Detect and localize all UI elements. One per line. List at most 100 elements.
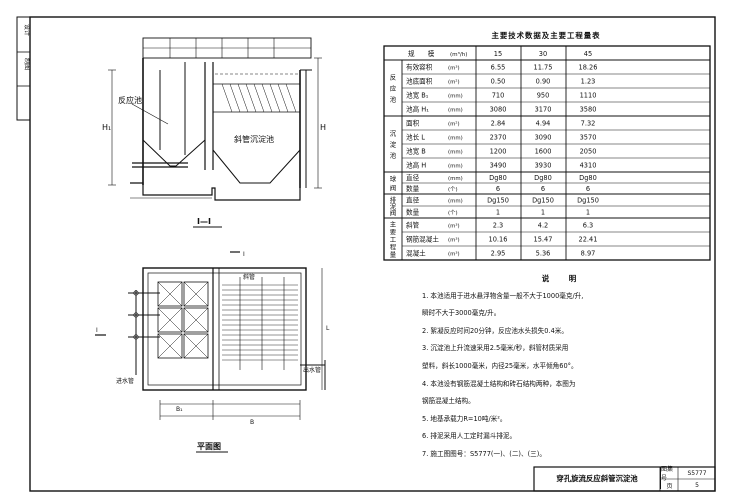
section-mark-top: I [243,251,245,258]
note-line: 钢筋混凝土结构。 [422,397,475,406]
table-row-unit: (m³) [448,222,460,229]
table-cell: Dg80 [534,174,552,182]
table-cell: 6 [586,185,590,193]
table-row-unit: (m³) [448,236,460,243]
table-cell: Dg80 [579,174,597,182]
table-row-unit: (mm) [448,107,463,113]
dim-h: H [320,123,326,132]
table-group-label: 应 [390,84,397,93]
table-row-unit: (mm) [448,93,463,99]
table-group-label: 阀 [390,208,396,217]
table-header-unit: (m³/h) [450,51,468,58]
plan-label-tubes: 斜管 [243,273,255,281]
section-view [108,37,322,228]
table-cell: 4310 [580,161,597,169]
table-row-unit: (m³) [448,64,460,71]
plan-dim-b1: B₁ [176,406,183,413]
table-cell: 4.94 [536,119,551,127]
table-title: 主要技术数据及主要工程量表 [491,31,601,40]
table-row-label: 面积 [406,118,420,127]
table-row-label: 数量 [406,207,420,216]
notes-title: 说 明 [541,274,583,283]
section-title: Ⅰ—Ⅰ [197,217,211,226]
section-mark-left: I [96,327,98,334]
table-row-label: 池宽 B [406,146,426,155]
table-group-label: 工 [390,236,397,244]
note-line: 2. 絮凝反应时间20分钟，反应池水头损失0.4米。 [422,326,568,335]
table-row-label: 直径 [406,195,420,204]
table-group-label: 要 [390,228,397,236]
table-cell: 6 [496,185,500,193]
table-cell: 2050 [580,147,597,155]
note-line: 1. 本池适用于进水悬浮物含量一般不大于1000毫克/升, [422,291,584,300]
note-line: 3. 沉淀池上升流速采用2.5毫米/秒，斜管材质采用 [422,344,569,353]
table-cell: 3170 [535,105,552,113]
table-cell: Dg80 [489,174,507,182]
note-line: 塑料，斜长1000毫米，内径25毫米，水平倾角60°。 [422,361,578,370]
table-cell: 3930 [535,161,552,169]
table-group-label: 泥 [390,203,397,211]
label-tube-settler: 斜管沉淀池 [234,134,274,144]
table-cell: 18.26 [579,63,598,71]
table-cell: 950 [537,91,550,99]
table-group-label: 排 [390,195,397,204]
table-cell: 0.90 [536,77,551,85]
note-line: 6. 排泥采用人工定时漏斗排泥。 [422,432,517,441]
table-cell: 8.97 [581,249,596,257]
title-block: 穿孔旋流反应斜管沉淀池 图集号 S5777 页 5 [534,466,714,490]
table-cell: 6.3 [583,221,594,229]
plan-label-inlet: 进水管 [116,377,134,385]
table-row-unit: (m²) [448,78,460,85]
note-line: 4. 本池设有钢筋混凝土结构和砖石结构两种，本图为 [422,379,576,388]
table-row-label: 池高 H [406,160,426,169]
table-cell: 0.50 [491,77,506,85]
table-row-label: 池底面积 [406,76,433,85]
table-header-value: 45 [584,50,592,58]
table-header-value: 30 [539,50,547,58]
side-strip-text-2: 制图 [23,58,31,70]
table-cell: 15.47 [534,235,553,243]
table-group-label: 沉 [390,130,397,138]
table-cell: 7.32 [581,119,596,127]
table-group-label: 反 [390,73,396,82]
table-cell: 1200 [490,147,507,155]
table-cell: 10.16 [489,235,508,243]
table-cell: 3090 [535,133,552,141]
table-cell: Dg150 [487,196,509,204]
table-row-label: 钢筋混凝土 [406,234,439,243]
table-cell: 3570 [580,133,597,141]
side-strip: 设计 制图 [16,16,31,121]
table-row-label: 混凝土 [406,248,426,257]
drawing-name: 穿孔旋流反应斜管沉淀池 [534,467,661,489]
table-group-label: 池 [390,151,397,160]
table-cell: 2.84 [491,119,506,127]
plan-dim-l: L [326,325,330,332]
table-group-label: 淀 [390,140,397,149]
table-cell: 22.41 [579,235,598,243]
note-line: 5. 地基承载力R=10吨/米²。 [422,414,507,423]
table-group-label: 球 [390,174,397,183]
table-row-unit: (m²) [448,120,460,127]
plan-label-outlet: 出水管 [303,366,321,374]
table-row-label: 有效容积 [406,62,433,71]
side-strip-text-1: 设计 [23,24,31,36]
table-header-label: 规 模 [408,49,435,58]
table-cell: 1110 [580,91,597,99]
table-cell: 3490 [490,161,507,169]
table-cell: 1 [541,208,545,216]
table-row-unit: (个) [448,186,458,193]
table-cell: 5.36 [536,249,551,257]
page-label: 页 [666,482,673,490]
table-cell: 2.3 [493,221,504,229]
plan-title: 平面图 [197,442,221,451]
table-header-value: 15 [494,50,502,58]
table-row-label: 斜管 [406,220,420,229]
table-cell: 1600 [535,147,552,155]
table-group-label: 程 [390,242,397,251]
note-line: 7. 施工图图号：S5777(一)、(二)、(三)。 [422,449,546,458]
table-row-label: 池长 L [406,132,425,141]
table-row-unit: (mm) [448,135,463,141]
page-value: 5 [695,481,699,489]
